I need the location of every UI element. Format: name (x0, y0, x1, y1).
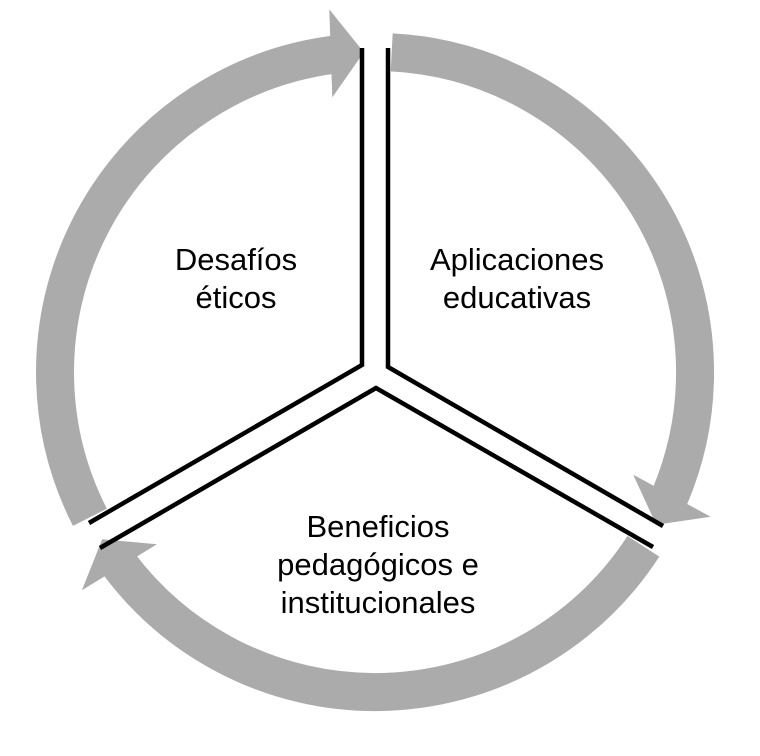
cycle-arc-bottom (104, 535, 660, 712)
cycle-arrowhead-bottom (81, 539, 157, 591)
divider-top-right-slice (385, 48, 665, 528)
divider-bottom-slice (98, 385, 655, 550)
cycle-arc-right (390, 33, 715, 505)
cycle-arrowhead-top (329, 9, 364, 98)
segment-label-desafios-eticos: Desafíos éticos (174, 242, 298, 315)
segment-label-aplicaciones-educativas: Aplicaciones educativas (429, 242, 605, 315)
cycle-arc-left (36, 35, 339, 526)
divider-top-left-slice (87, 48, 365, 525)
segment-label-beneficios-pedagogicos: Beneficios pedagógicos e institucionales (277, 509, 479, 620)
cycle-arrowhead-right (633, 474, 711, 525)
